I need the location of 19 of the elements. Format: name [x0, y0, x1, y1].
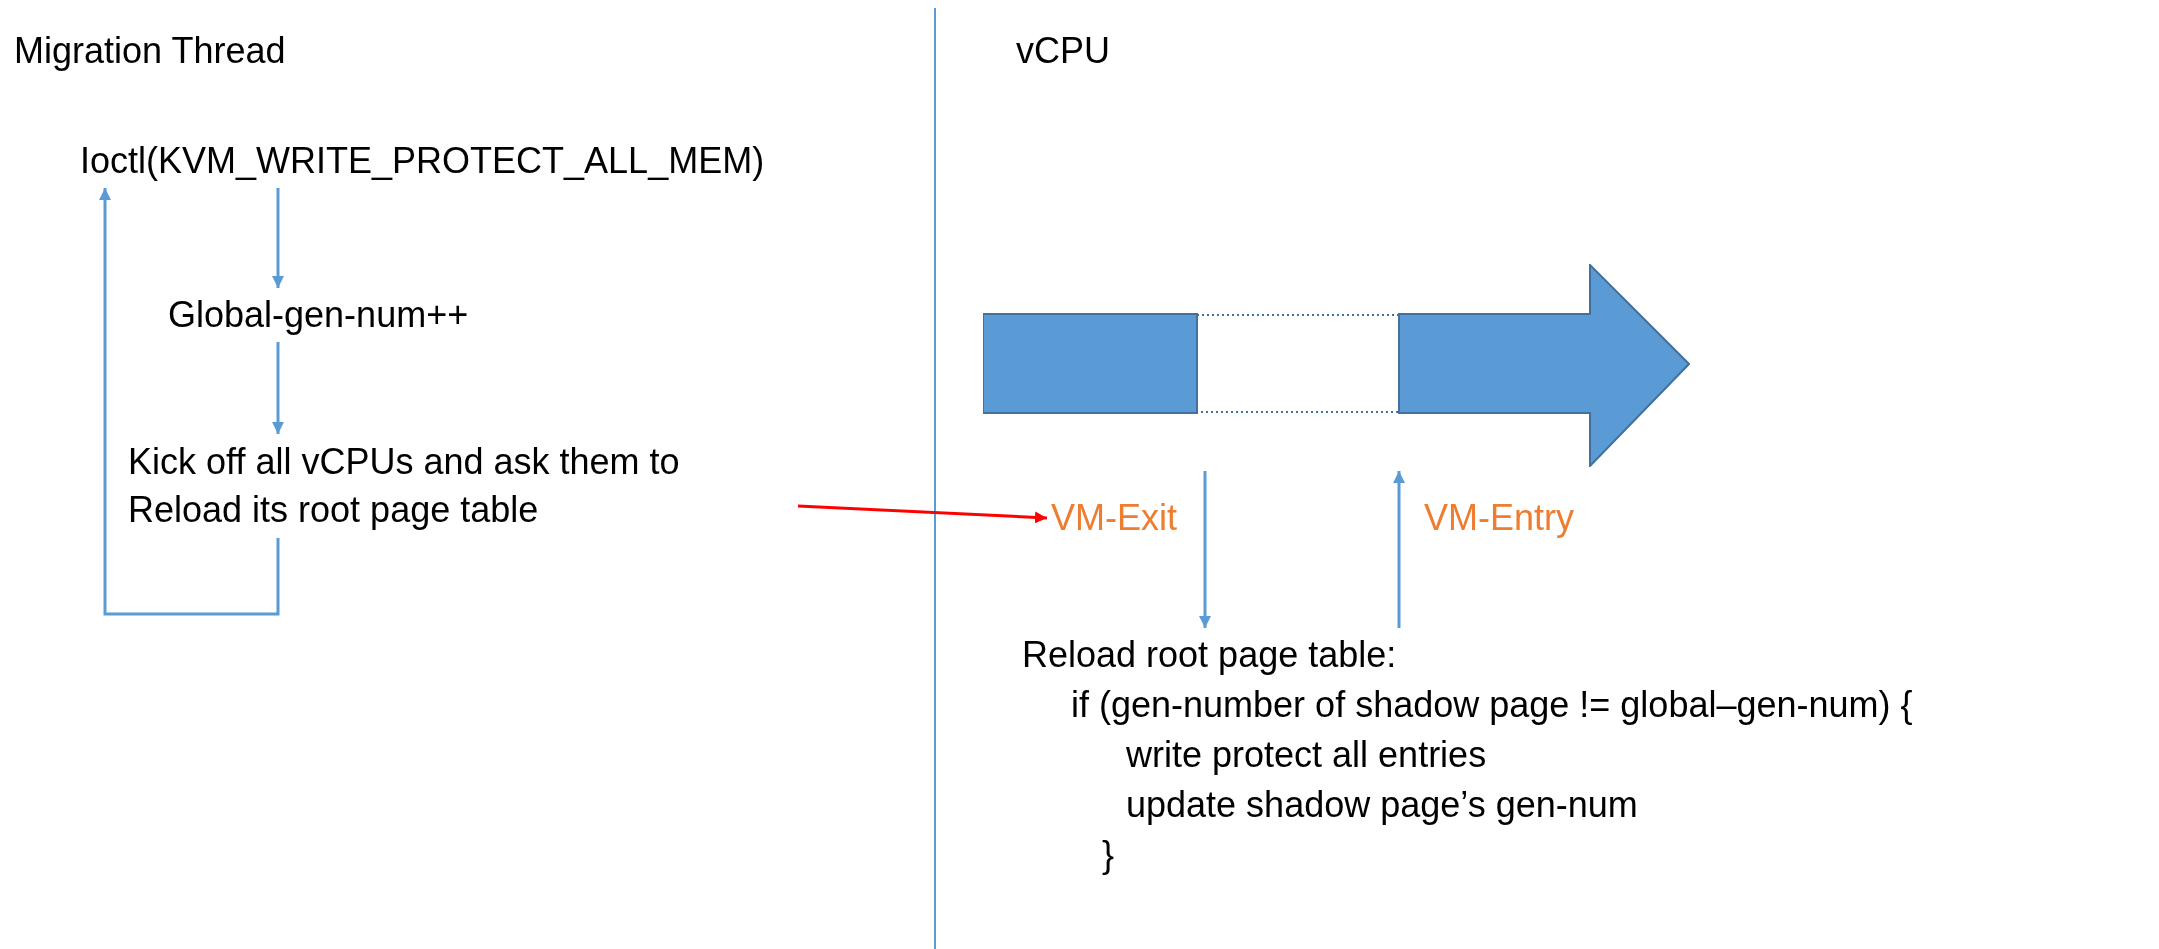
code-line: }	[1102, 833, 1115, 877]
loop-arrow	[99, 188, 280, 616]
arrow	[272, 188, 284, 288]
arrow	[272, 342, 284, 434]
step-text: Kick off all vCPUs and ask them to Reload its root page table	[128, 438, 768, 534]
code-line: write protect all entries	[1126, 733, 1487, 777]
code-line: update shadow page’s gen-num	[1126, 783, 1638, 827]
event-label: VM-Exit	[1051, 495, 1177, 541]
timeline-arrow	[983, 264, 1690, 467]
code-heading: Reload root page table:	[1022, 633, 1397, 677]
arrow	[1393, 471, 1405, 628]
arrow	[1199, 471, 1211, 628]
call-text: Ioctl(KVM_WRITE_PROTECT_ALL_MEM)	[80, 138, 765, 184]
step-text: Global-gen-num++	[168, 292, 469, 338]
column-heading: Migration Thread	[14, 29, 286, 73]
code-line: if (gen-number of shadow page != global–gen-num) {	[1071, 683, 1913, 727]
column-heading: vCPU	[1016, 29, 1110, 73]
arrow	[797, 504, 1048, 524]
event-label: VM-Entry	[1424, 495, 1574, 541]
